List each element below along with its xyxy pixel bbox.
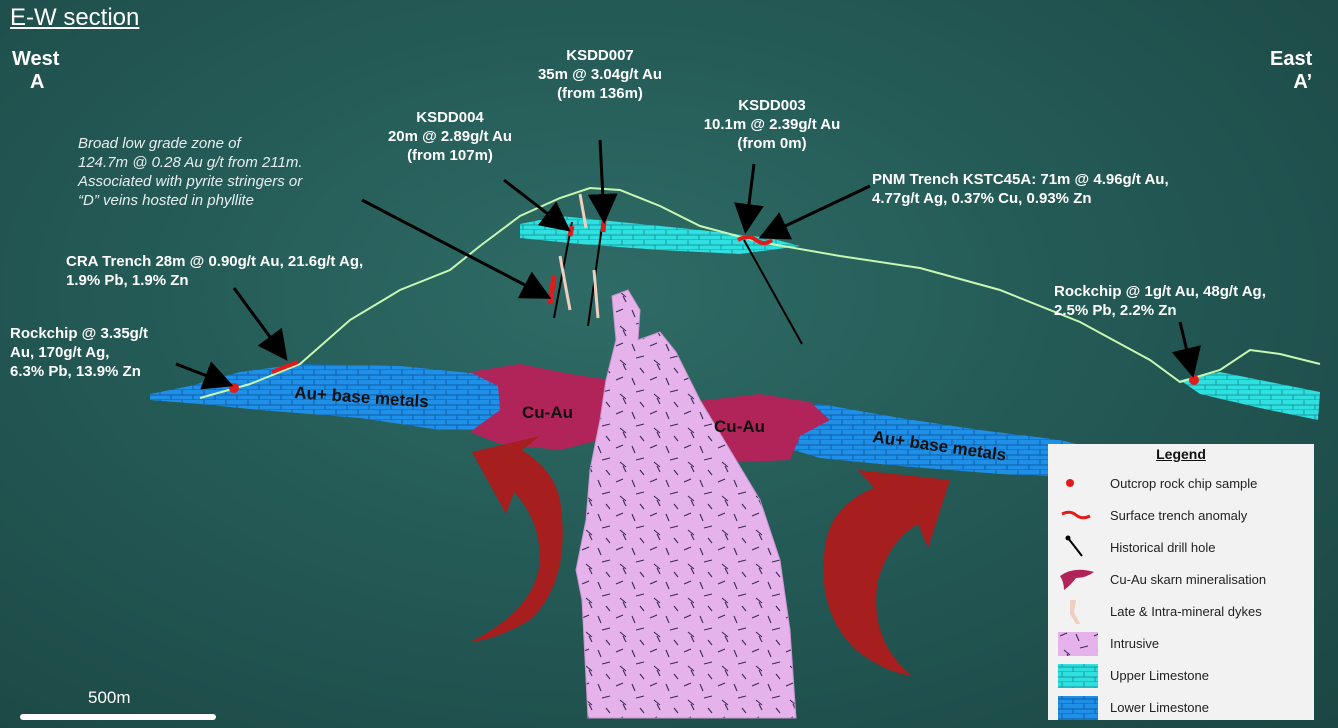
skarn-shape-icon bbox=[1056, 566, 1100, 594]
legend-panel: Legend Outcrop rock chip sample Surface … bbox=[1048, 444, 1314, 720]
legend-item-rock-chip: Outcrop rock chip sample bbox=[1048, 470, 1314, 498]
legend-item-upper-limestone: Upper Limestone bbox=[1048, 662, 1314, 690]
intrusive-swatch-icon bbox=[1056, 630, 1100, 658]
dyke bbox=[594, 270, 598, 318]
legend-item-skarn: Cu-Au skarn mineralisation bbox=[1048, 566, 1314, 594]
unit-label-cuau-right: Cu-Au bbox=[714, 417, 765, 436]
legend-item-dykes: Late & Intra-mineral dykes bbox=[1048, 598, 1314, 626]
upper-limestone-east bbox=[1180, 372, 1320, 420]
arrow-cra bbox=[234, 288, 284, 356]
upper-limestone-hill bbox=[520, 216, 800, 254]
upper-limestone-swatch-icon bbox=[1056, 662, 1100, 690]
arrow-pnm bbox=[764, 186, 870, 236]
intrusive-body bbox=[576, 290, 796, 718]
unit-label-cuau-left: Cu-Au bbox=[522, 403, 573, 422]
arrow-rock-west bbox=[176, 364, 228, 384]
dyke-shape-icon bbox=[1056, 598, 1100, 626]
legend-title: Legend bbox=[1048, 446, 1314, 462]
legend-item-drill-hole: Historical drill hole bbox=[1048, 534, 1314, 562]
intersection-ksdd007 bbox=[603, 220, 604, 232]
arrow-ksdd007 bbox=[600, 140, 604, 218]
annotation-rockchip-east: Rockchip @ 1g/t Au, 48g/t Ag,2.5% Pb, 2.… bbox=[1054, 282, 1266, 320]
rockchip-west bbox=[229, 383, 239, 393]
arrow-rock-east bbox=[1180, 322, 1192, 372]
arrow-ksdd003 bbox=[746, 164, 754, 228]
red-dot-icon bbox=[1056, 470, 1100, 498]
section-title: E-W section bbox=[10, 4, 139, 32]
red-squiggle-icon bbox=[1056, 502, 1100, 530]
intersection-broad bbox=[550, 276, 554, 304]
lower-limestone-swatch-icon bbox=[1056, 694, 1100, 722]
legend-item-trench: Surface trench anomaly bbox=[1048, 502, 1314, 530]
fluid-arrow-right bbox=[823, 470, 950, 676]
annotation-cra-trench: CRA Trench 28m @ 0.90g/t Au, 21.6g/t Ag,… bbox=[66, 252, 363, 290]
drill-hole-ksdd003 bbox=[744, 240, 802, 344]
intersection-ksdd004 bbox=[570, 226, 572, 236]
scale-bar bbox=[20, 714, 216, 720]
drill-line-icon bbox=[1056, 534, 1100, 562]
fluid-arrow-left bbox=[470, 436, 563, 642]
arrow-broad bbox=[362, 200, 546, 296]
rockchip-east bbox=[1189, 375, 1199, 385]
scale-label: 500m bbox=[88, 688, 131, 708]
annotation-pnm-trench: PNM Trench KSTC45A: 71m @ 4.96g/t Au,4.7… bbox=[872, 170, 1169, 208]
legend-item-intrusive: Intrusive bbox=[1048, 630, 1314, 658]
legend-item-lower-limestone: Lower Limestone bbox=[1048, 694, 1314, 722]
